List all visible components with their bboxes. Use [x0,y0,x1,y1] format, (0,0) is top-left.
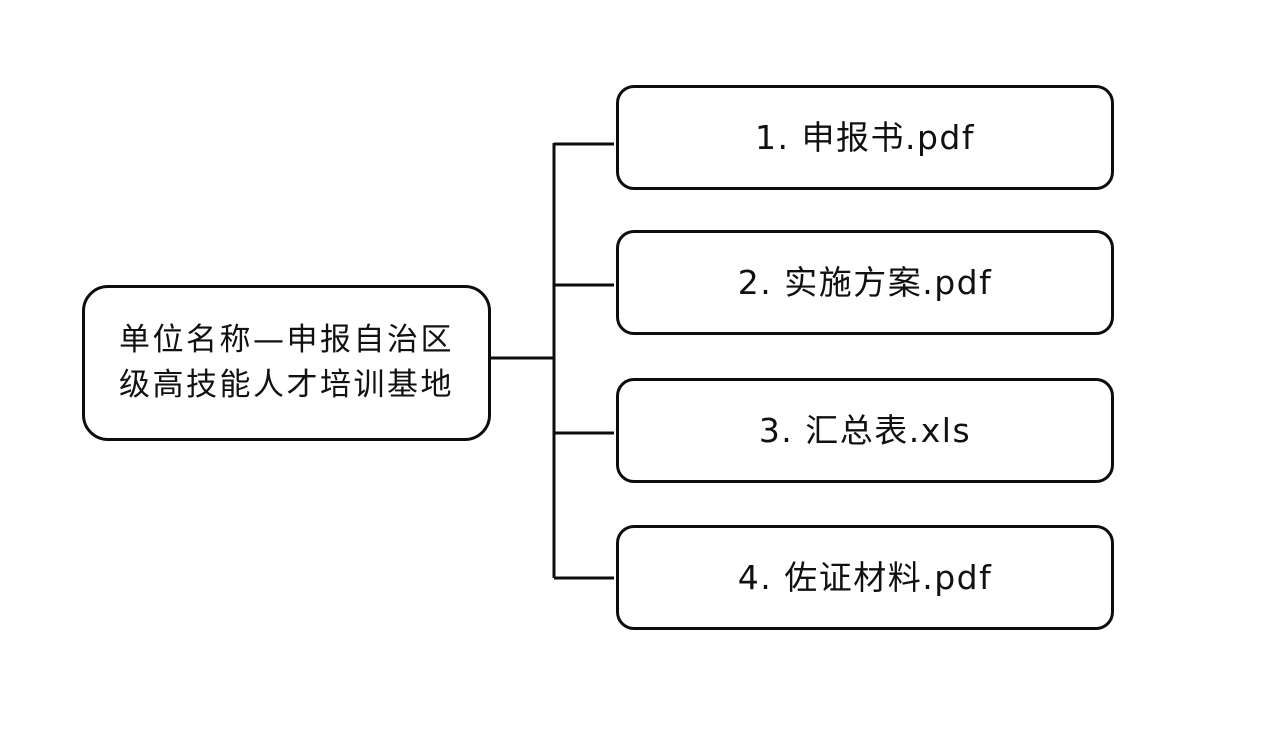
child-node-label: 2. 实施方案.pdf [737,262,993,302]
root-node-label: 单位名称—申报自治区 级高技能人才培训基地 [119,318,454,408]
child-node-申报书[interactable]: 1. 申报书.pdf [616,85,1114,190]
child-node-佐证材料[interactable]: 4. 佐证材料.pdf [616,525,1114,630]
child-node-label: 3. 汇总表.xls [758,410,972,450]
child-node-实施方案[interactable]: 2. 实施方案.pdf [616,230,1114,335]
root-node[interactable]: 单位名称—申报自治区 级高技能人才培训基地 [82,285,491,441]
child-node-label: 4. 佐证材料.pdf [737,557,993,597]
child-node-汇总表[interactable]: 3. 汇总表.xls [616,378,1114,483]
child-node-label: 1. 申报书.pdf [755,117,975,157]
root-node-line-1: 单位名称—申报自治区 [119,322,454,358]
root-node-line-2: 级高技能人才培训基地 [119,367,454,403]
